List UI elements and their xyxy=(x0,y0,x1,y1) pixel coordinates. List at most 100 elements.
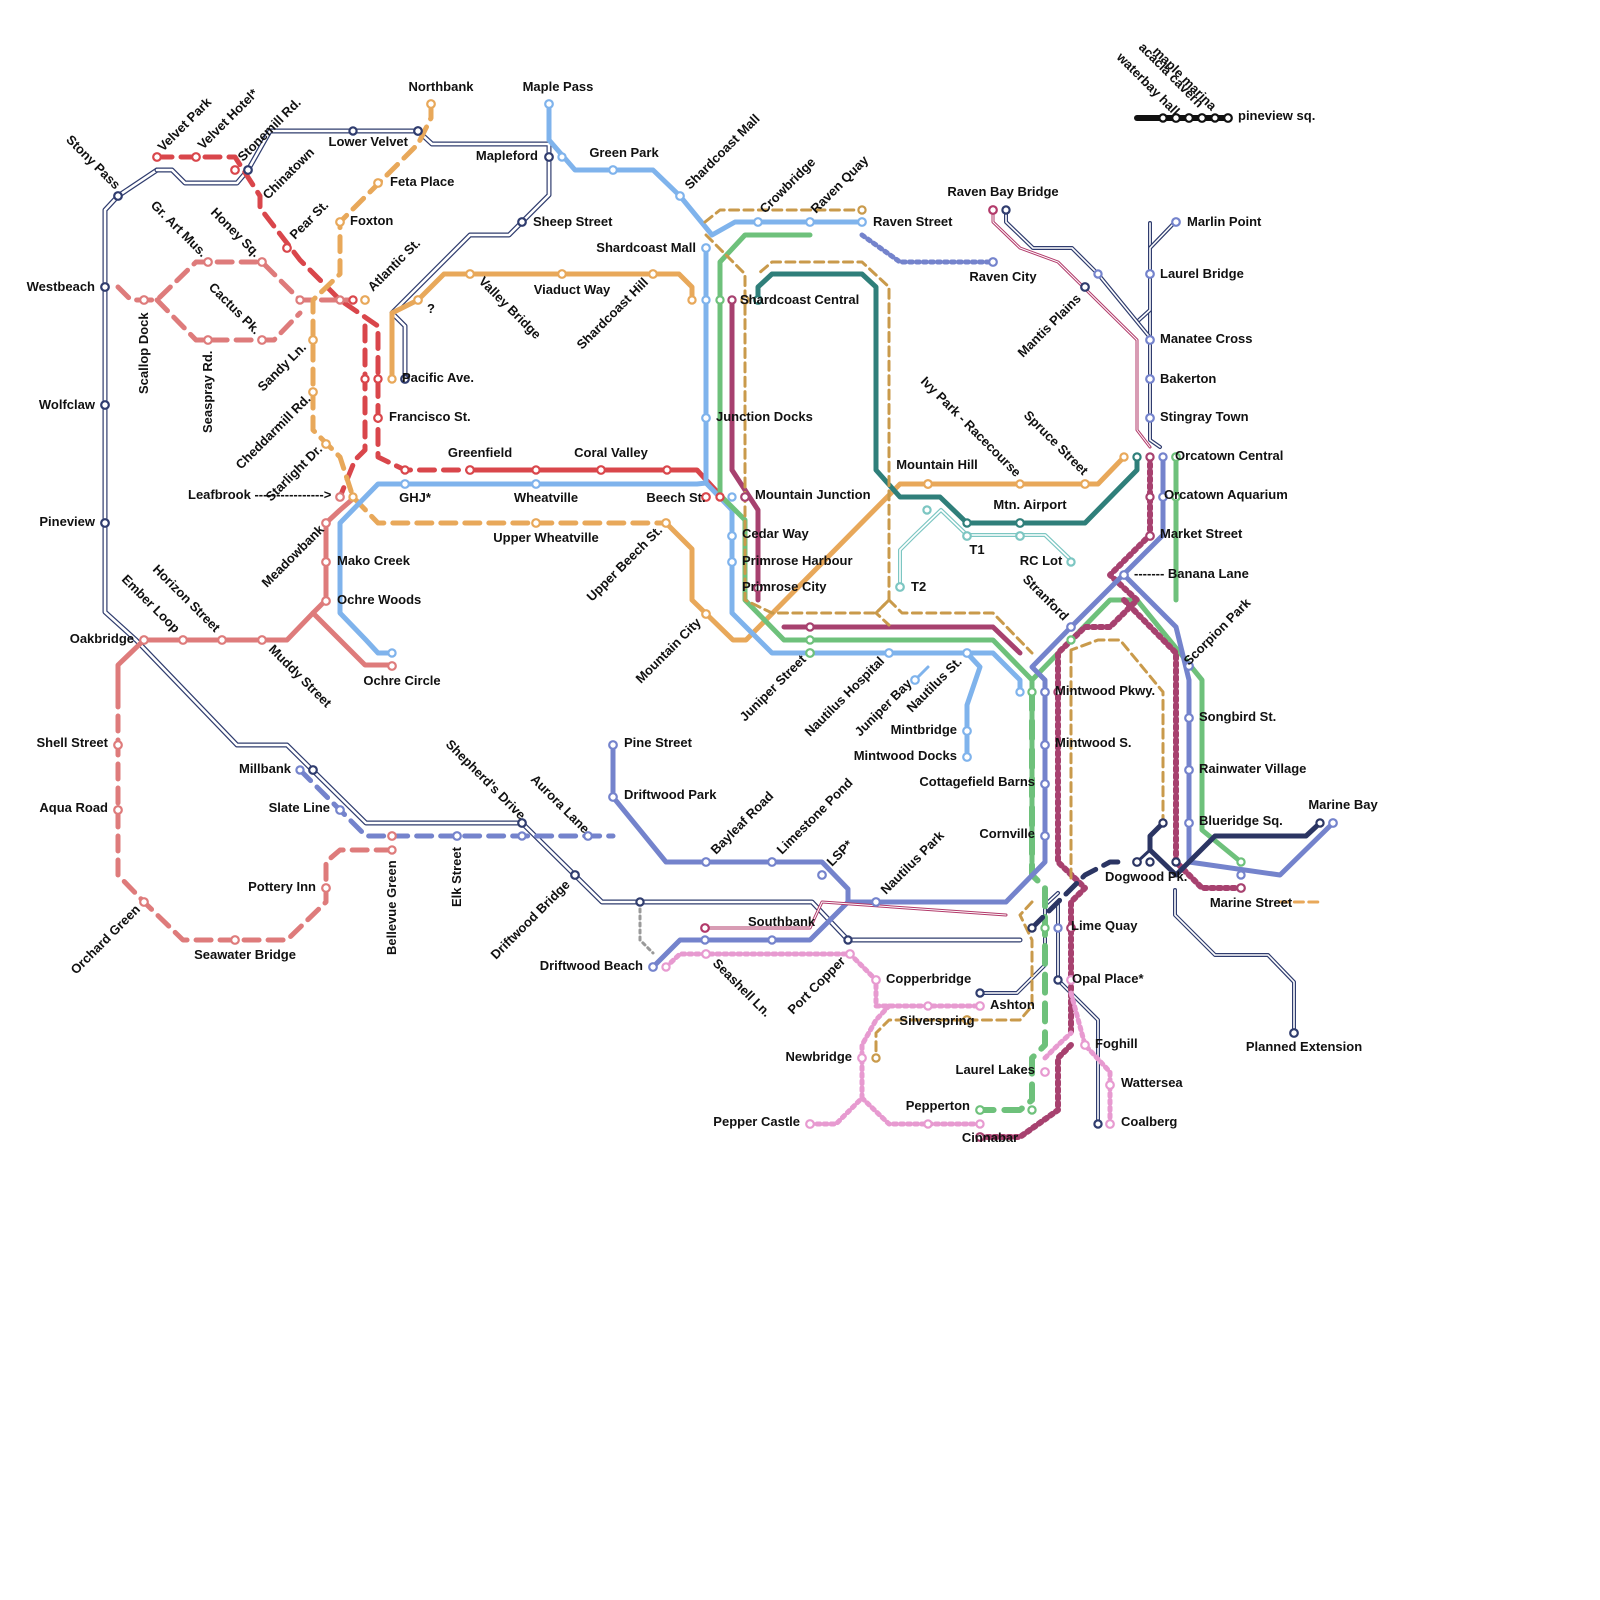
station-marker-elk-street[interactable] xyxy=(452,831,462,841)
station-marker-beech-st[interactable] xyxy=(701,492,711,502)
station-marker-nautilus-park[interactable] xyxy=(871,897,881,907)
interchange-marker-43[interactable] xyxy=(387,845,397,855)
station-marker-scallop-dock[interactable] xyxy=(139,295,149,305)
station-marker-pineview-sq[interactable] xyxy=(1223,113,1233,123)
station-marker-cottagefield-barns[interactable] xyxy=(1040,779,1050,789)
interchange-marker-1[interactable] xyxy=(1158,113,1168,123)
station-marker-stranford[interactable] xyxy=(1066,622,1076,632)
station-marker-spruce-street[interactable] xyxy=(1080,479,1090,489)
interchange-marker-9[interactable] xyxy=(701,295,711,305)
station-marker-pine-street[interactable] xyxy=(608,740,618,750)
station-marker-maple-marina[interactable] xyxy=(1197,113,1207,123)
interchange-marker-49[interactable] xyxy=(843,935,853,945)
station-marker-marine-bay[interactable] xyxy=(1328,818,1338,828)
station-marker-mountain-junction[interactable] xyxy=(740,492,750,502)
interchange-marker-4[interactable] xyxy=(557,152,567,162)
station-marker-mtn-airport[interactable] xyxy=(1015,518,1025,528)
station-marker-dogwood-pk[interactable] xyxy=(1132,857,1142,867)
interchange-marker-16[interactable] xyxy=(360,374,370,384)
interchange-marker-58[interactable] xyxy=(871,1053,881,1063)
station-marker-marlin-point[interactable] xyxy=(1171,217,1181,227)
station-marker-t2[interactable] xyxy=(895,582,905,592)
interchange-marker-23[interactable] xyxy=(727,492,737,502)
station-marker-raven-city[interactable] xyxy=(988,257,998,267)
interchange-marker-54[interactable] xyxy=(1053,923,1063,933)
interchange-marker-51[interactable] xyxy=(767,935,777,945)
station-marker-pepper-castle[interactable] xyxy=(805,1119,815,1129)
station-marker-banana-lane[interactable] xyxy=(1119,570,1129,580)
station-marker-stonemill-rd[interactable] xyxy=(230,165,240,175)
interchange-marker-34[interactable] xyxy=(805,635,815,645)
station-marker-mako-creek[interactable] xyxy=(321,557,331,567)
station-marker-juniper-street[interactable] xyxy=(805,648,815,658)
station-marker-raven-quay[interactable] xyxy=(805,217,815,227)
interchange-marker-31[interactable] xyxy=(922,505,932,515)
station-marker-mountain-city[interactable] xyxy=(701,609,711,619)
station-marker-songbird-st[interactable] xyxy=(1184,713,1194,723)
station-marker-foxton[interactable] xyxy=(335,217,345,227)
interchange-marker-13[interactable] xyxy=(335,295,345,305)
interchange-marker-25[interactable] xyxy=(1119,452,1129,462)
station-marker-cheddarmill-rd[interactable] xyxy=(308,387,318,397)
station-marker-stony-pass[interactable] xyxy=(113,191,123,201)
station-marker-bayleaf-road[interactable] xyxy=(701,857,711,867)
station-marker-planned-extension[interactable] xyxy=(1289,1028,1299,1038)
station-marker-mintbridge[interactable] xyxy=(962,726,972,736)
interchange-marker-15[interactable] xyxy=(295,295,305,305)
station-marker-mapleford[interactable] xyxy=(544,152,554,162)
interchange-marker-10[interactable] xyxy=(715,295,725,305)
station-marker-gr-art-mus[interactable] xyxy=(203,257,213,267)
station-marker-pepperton[interactable] xyxy=(975,1105,985,1115)
interchange-marker-12[interactable] xyxy=(740,295,750,305)
station-marker-laurel-bridge[interactable] xyxy=(1145,269,1155,279)
interchange-marker-27[interactable] xyxy=(1158,452,1168,462)
station-marker-ochre-woods[interactable] xyxy=(321,596,331,606)
interchange-marker-53[interactable] xyxy=(1040,923,1050,933)
interchange-marker-40[interactable] xyxy=(387,648,397,658)
station-marker-upper-wheatville[interactable] xyxy=(531,518,541,528)
station-marker-francisco-st[interactable] xyxy=(373,413,383,423)
station-marker-copperbridge[interactable] xyxy=(871,975,881,985)
station-marker-rc-lot[interactable] xyxy=(1015,531,1025,541)
station-marker-orchard-green[interactable] xyxy=(139,897,149,907)
interchange-marker-8[interactable] xyxy=(687,295,697,305)
interchange-marker-46[interactable] xyxy=(1236,870,1246,880)
station-marker-muddy-street[interactable] xyxy=(257,635,267,645)
interchange-marker-67[interactable] xyxy=(348,492,358,502)
station-marker-raven-bay-bridge[interactable] xyxy=(988,205,998,215)
station-marker-foghill[interactable] xyxy=(1080,1040,1090,1050)
station-marker-rainwater-village[interactable] xyxy=(1184,765,1194,775)
station-marker-maple-pass[interactable] xyxy=(544,99,554,109)
station-marker-mintwood-pkwy[interactable] xyxy=(1040,687,1050,697)
interchange-marker-26[interactable] xyxy=(1145,452,1155,462)
station-marker-westbeach[interactable] xyxy=(100,282,110,292)
interchange-marker-11[interactable] xyxy=(727,295,737,305)
interchange-marker-59[interactable] xyxy=(975,988,985,998)
interchange-marker-37[interactable] xyxy=(1027,687,1037,697)
station-marker-aurora-lane[interactable] xyxy=(583,831,593,841)
station-marker-chinatown[interactable] xyxy=(243,165,253,175)
interchange-marker-6[interactable] xyxy=(1001,205,1011,215)
interchange-marker-56[interactable] xyxy=(661,962,671,972)
station-marker-bakerton[interactable] xyxy=(1145,374,1155,384)
station-marker-orcatown-aquarium[interactable] xyxy=(1158,492,1168,502)
interchange-marker-21[interactable] xyxy=(662,465,672,475)
station-marker-lsp[interactable] xyxy=(817,870,827,880)
station-marker-q-station[interactable] xyxy=(413,295,423,305)
station-marker-shepherds-drive[interactable] xyxy=(517,818,527,828)
station-marker-shardcoast-mall-diag[interactable] xyxy=(675,191,685,201)
interchange-marker-28[interactable] xyxy=(1145,492,1155,502)
interchange-marker-36[interactable] xyxy=(1015,687,1025,697)
interchange-marker-65[interactable] xyxy=(1171,857,1181,867)
interchange-marker-17[interactable] xyxy=(373,374,383,384)
interchange-marker-24[interactable] xyxy=(1132,452,1142,462)
station-marker-waterbay-hall[interactable] xyxy=(1171,113,1181,123)
station-marker-driftwood-park[interactable] xyxy=(608,792,618,802)
station-marker-velvet-park[interactable] xyxy=(152,152,162,162)
station-marker-juniper-bay[interactable] xyxy=(910,675,920,685)
interchange-marker-20[interactable] xyxy=(531,465,541,475)
station-marker-northbank[interactable] xyxy=(426,99,436,109)
station-marker-cinnabar[interactable] xyxy=(975,1132,985,1142)
station-marker-opal-place[interactable] xyxy=(1066,975,1076,985)
station-marker-seawater-bridge[interactable] xyxy=(230,935,240,945)
